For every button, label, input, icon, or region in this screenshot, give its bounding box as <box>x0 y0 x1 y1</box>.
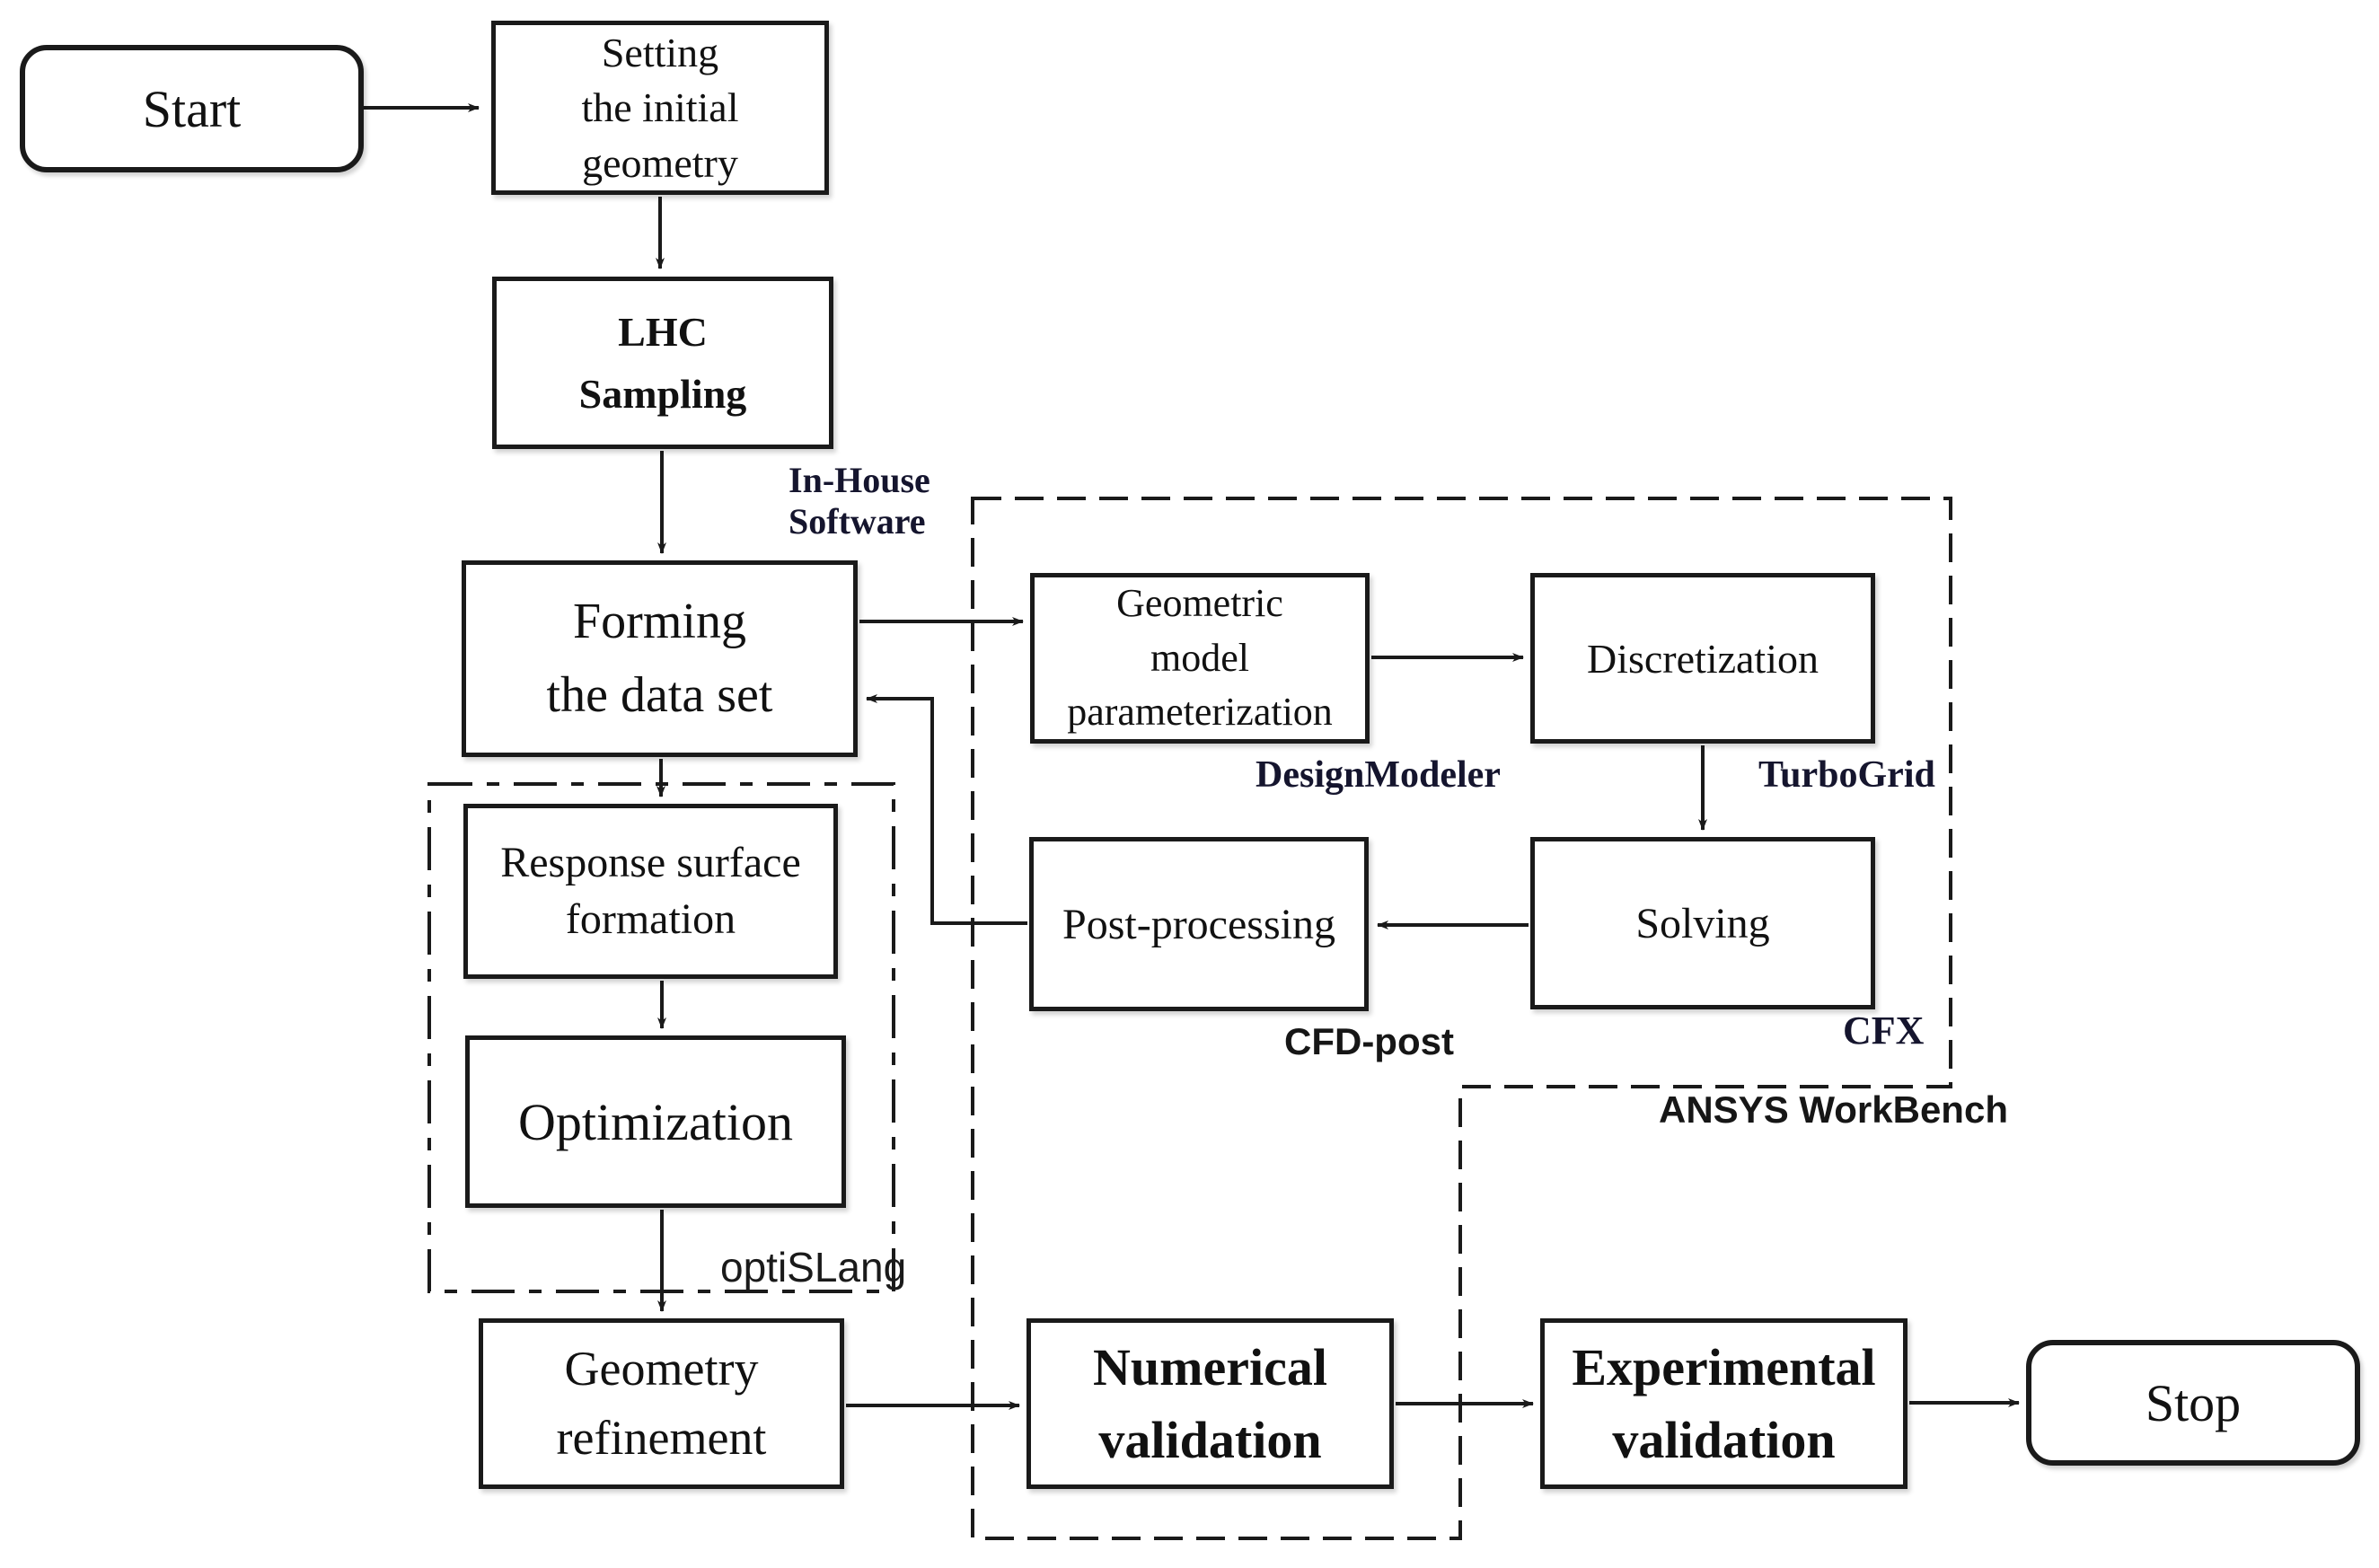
node-optimization: Optimization <box>465 1035 846 1208</box>
node-geometry-refinement: Geometry refinement <box>479 1318 844 1489</box>
label-optislang: optiSLang <box>720 1244 907 1291</box>
node-lhc-sampling: LHC Sampling <box>492 277 833 449</box>
ansys-workbench-dashed-region <box>971 497 1952 1540</box>
node-stop-label: Stop <box>2145 1373 2242 1432</box>
node-numerical-validation: Numerical validation <box>1026 1318 1394 1489</box>
node-discretization: Discretization <box>1530 573 1875 744</box>
node-setting-initial-geometry: Setting the initial geometry <box>491 21 829 195</box>
node-start-label: Start <box>142 79 242 138</box>
connector-postproc-forming-feedback <box>866 694 1027 925</box>
node-solving: Solving <box>1530 837 1875 1009</box>
node-response-surface-formation: Response surface formation <box>463 804 838 979</box>
label-cfd-post: CFD-post <box>1284 1020 1454 1062</box>
node-forming-data-set: Forming the data set <box>462 560 858 757</box>
node-geometric-model-parameterization: Geometric model parameterization <box>1030 573 1370 744</box>
label-in-house-software: In-House Software <box>789 460 930 542</box>
label-turbogrid: TurboGrid <box>1758 754 1935 796</box>
node-start: Start <box>20 45 364 172</box>
node-post-processing: Post-processing <box>1029 837 1369 1011</box>
node-experimental-validation: Experimental validation <box>1540 1318 1908 1489</box>
node-stop: Stop <box>2026 1340 2360 1466</box>
label-ansys-workbench: ANSYS WorkBench <box>1659 1088 2008 1131</box>
label-cfx: CFX <box>1843 1009 1925 1053</box>
label-designmodeler: DesignModeler <box>1256 754 1501 796</box>
